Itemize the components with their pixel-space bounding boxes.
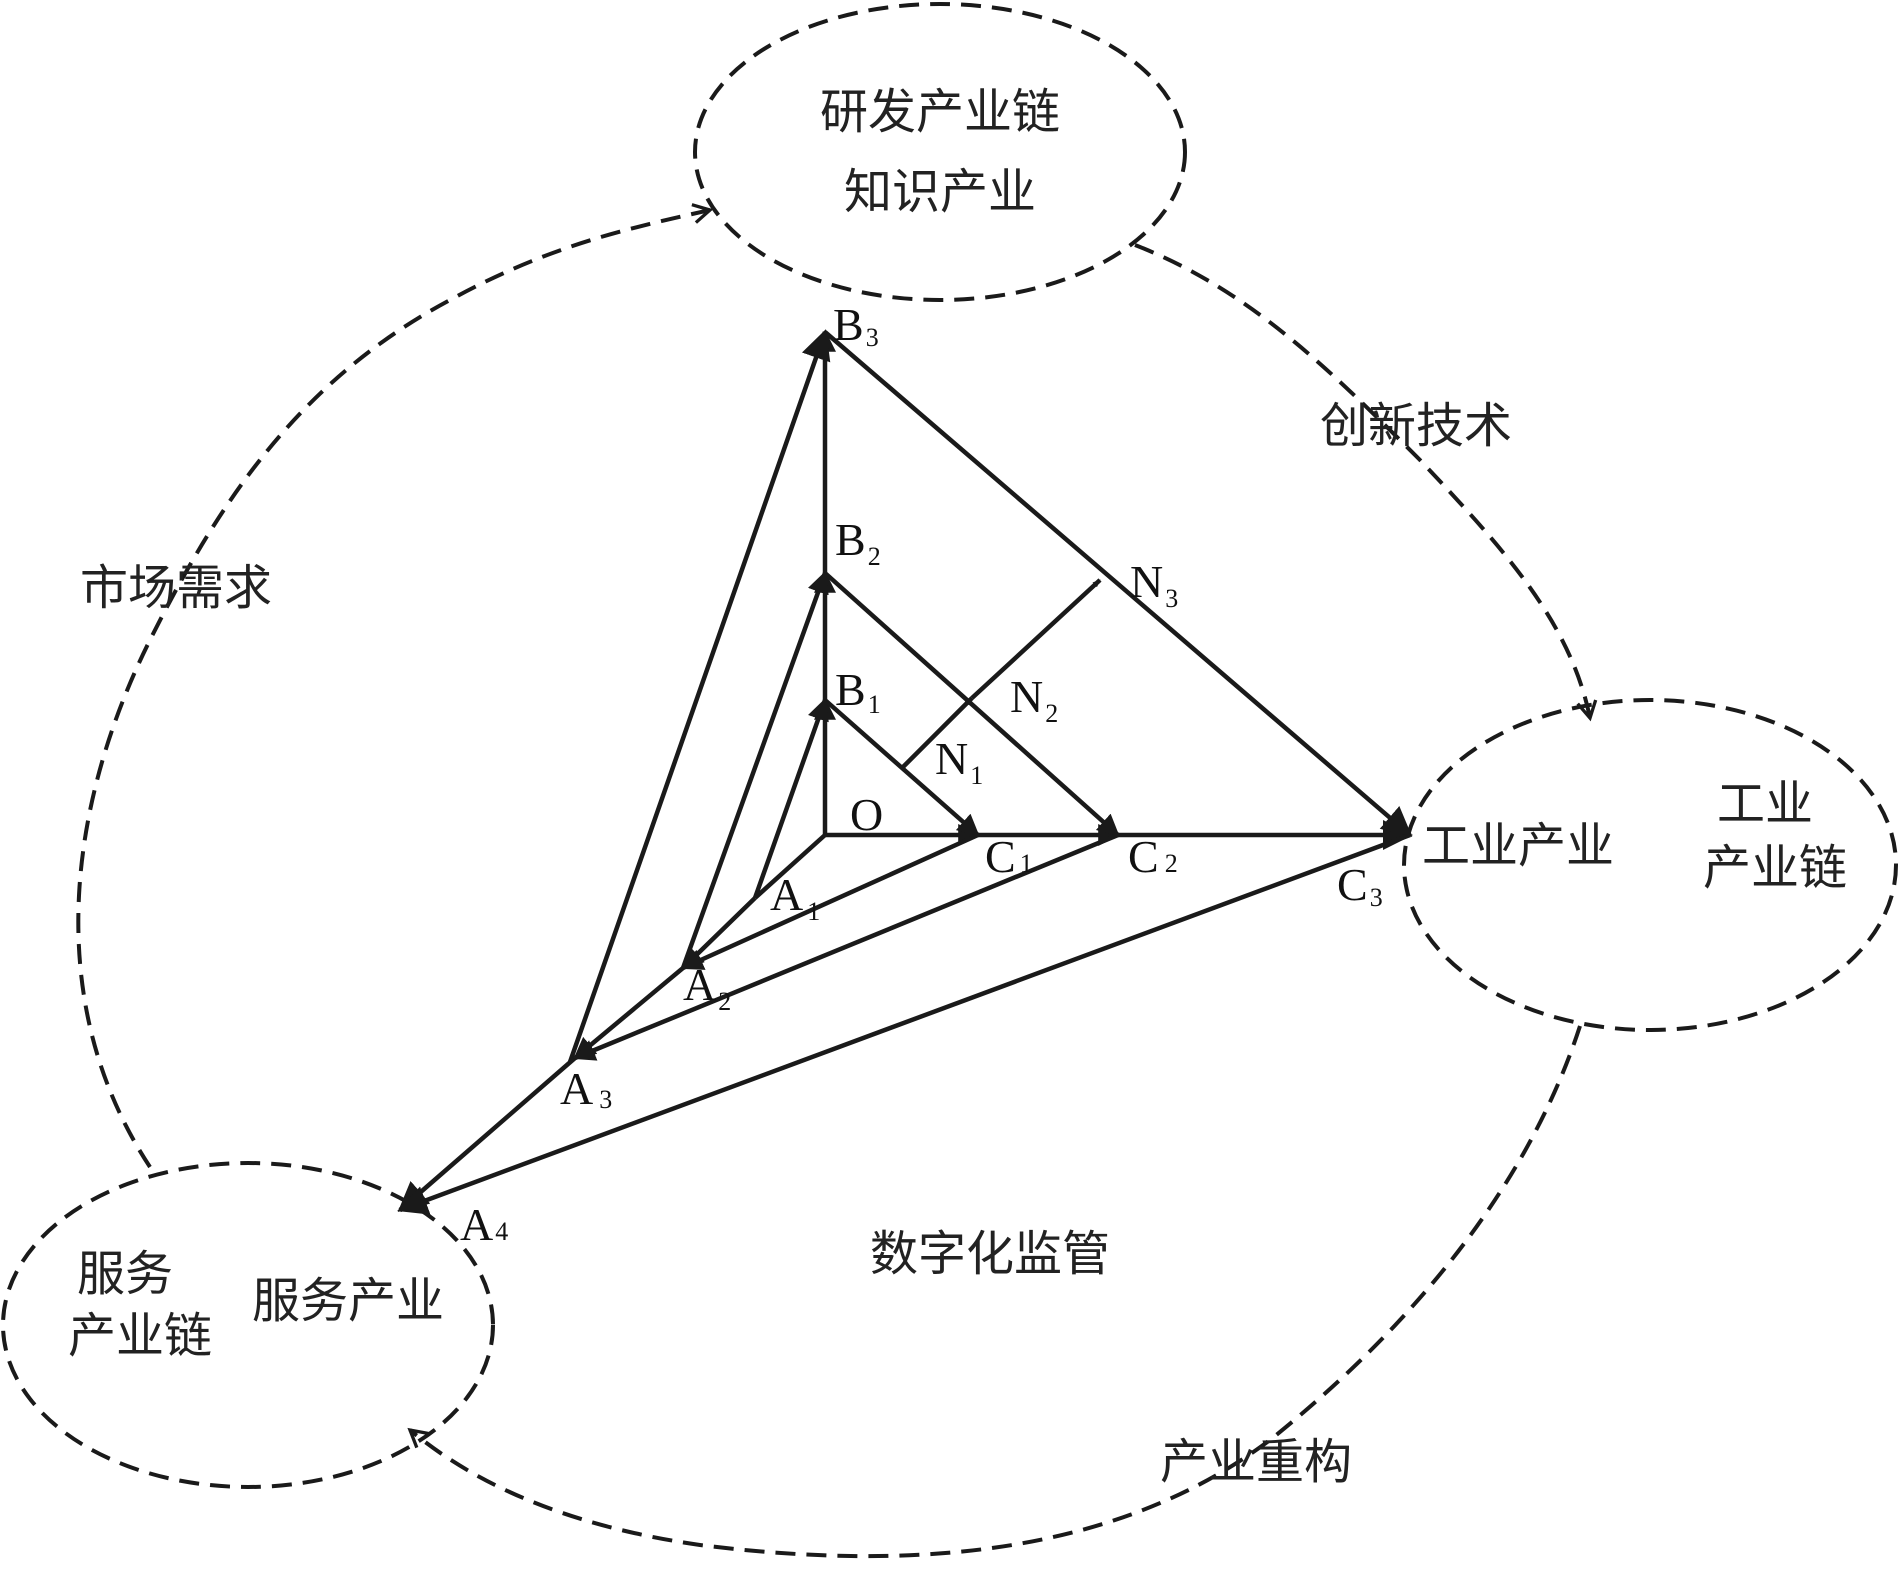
vector-network [397,329,1413,1215]
edge-C3-A4 [397,832,1411,1215]
digital-supervision-label: 数字化监管 [870,1226,1110,1282]
industry-node-ellipse [1402,698,1898,1032]
point-label-N3: N3 [1130,556,1178,613]
edge-A1-B1 [752,697,829,899]
service-node-ellipse [1,1161,495,1489]
service-sector-label: 服务产业 [252,1273,444,1329]
edge-A3-A4 [397,1056,577,1212]
edge-N1-N2 [900,696,974,770]
edge-C1-A2 [680,832,979,971]
industry-restructuring-flow-arrow [407,1025,1582,1559]
research-node-ellipse [693,2,1187,302]
point-label-A2: A2 [683,959,731,1016]
edge-A3-B3 [567,329,831,1063]
service-chain-label-line1: 服务 [77,1246,173,1302]
point-label-B3: B3 [833,299,879,352]
point-label-N1: N1 [935,733,983,790]
innovation-tech-label: 创新技术 [1320,398,1512,454]
edge-C2-A3 [572,832,1119,1061]
research-chain-label: 研发产业链 [820,84,1060,140]
industry-sector-label: 工业产业 [1422,818,1614,874]
edge-O-A1 [753,833,827,900]
point-label-O: O [850,789,883,840]
knowledge-industry-label: 知识产业 [844,164,1036,220]
industry-restructuring-label: 产业重构 [1160,1434,1352,1490]
service-chain-label-line2: 产业链 [68,1308,212,1364]
point-label-N2: N2 [1010,671,1058,728]
point-label-C3: C3 [1337,859,1383,912]
industry-chain-label-line1: 工业 [1717,776,1813,832]
industry-chain-label-line2: 产业链 [1703,840,1847,896]
market-demand-flow-arrow [76,203,714,1169]
point-label-B1: B1 [835,664,881,719]
innovation-tech-flow-arrow [1134,243,1598,722]
edge-A2-A3 [573,966,685,1060]
market-demand-label: 市场需求 [80,560,272,616]
edge-A2-B2 [680,570,829,969]
edge-N2-N3 [970,578,1102,700]
edge-B3-C3 [823,330,1413,837]
point-label-A4: A4 [460,1199,508,1250]
point-label-B2: B2 [835,514,881,571]
